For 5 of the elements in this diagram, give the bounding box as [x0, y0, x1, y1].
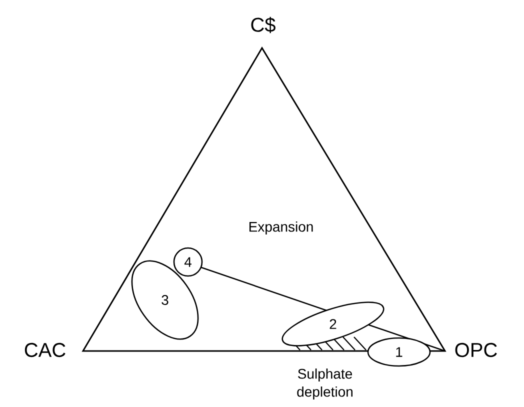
region-label: CAC	[24, 342, 66, 358]
region-label: Sulphate depletion	[297, 368, 352, 400]
region-label: Expansion	[249, 221, 313, 235]
region-label: OPC	[455, 342, 497, 358]
region-label: C$	[251, 16, 276, 34]
